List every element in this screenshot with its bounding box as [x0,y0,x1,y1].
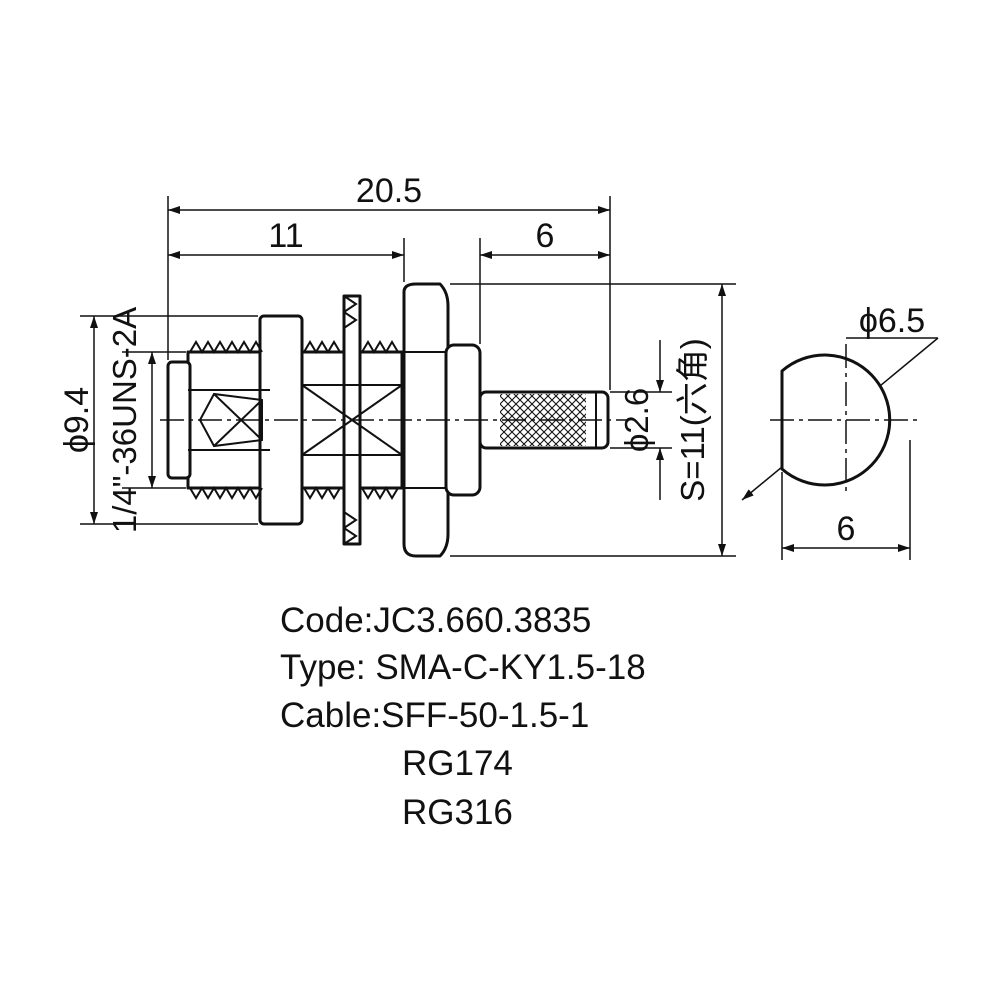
spec-cable: Cable:SFF-50-1.5-1 [280,696,590,735]
connector-details [188,295,597,545]
panel-hole-flat-label: 6 [837,510,856,548]
body-length-label: 11 [268,217,303,255]
overall-length-label: 20.5 [356,172,422,210]
panel-hole-diameter-label: ϕ6.5 [859,302,925,340]
thread-spec-label: 1/4"-36UNS-2A [106,307,143,533]
crimp-length-label: 6 [536,217,555,255]
hex-size-label: S=11(六角) [674,338,711,502]
dimension-lines [90,206,939,556]
spec-code: Code:JC3.660.3835 [280,601,592,640]
connector-drawing: 20.5 11 6 ϕ9.4 1/4"-36UNS-2A ϕ2.6 S=11(六… [58,172,939,560]
spec-cable-rg174: RG174 [402,744,513,783]
panel-cutout-view [770,344,922,560]
panel-hole-d-shape [780,353,892,487]
flange-diameter-label: ϕ9.4 [58,387,96,453]
pin-diameter-label: ϕ2.6 [618,388,655,452]
spec-type: Type: SMA-C-KY1.5-18 [280,648,646,687]
spec-cable-rg316: RG316 [402,793,513,832]
